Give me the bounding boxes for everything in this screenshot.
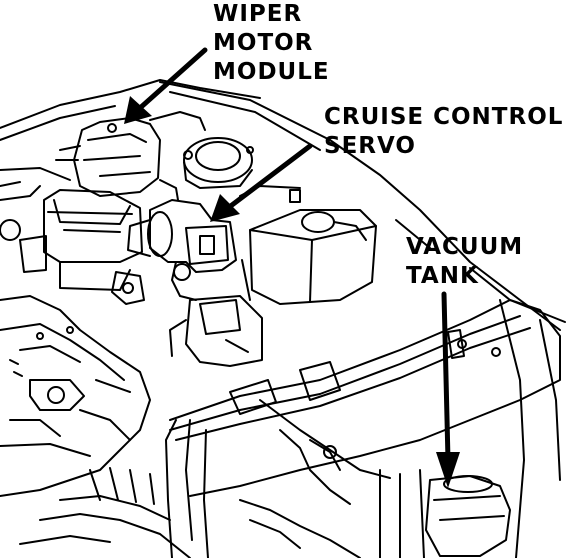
cruise-label-line-2: SERVO [324, 133, 416, 159]
cruise-arrow-shaft [225, 143, 313, 211]
vacuum-label-line-1: VACUUM [406, 234, 524, 260]
radiator-support-drawing [165, 299, 561, 558]
vacuum-lines-drawing [239, 399, 425, 558]
vacuum-label-line-2: TANK [406, 263, 479, 289]
vacuum-arrow-head [436, 452, 460, 488]
arrow-heads [124, 96, 460, 488]
cruise-control-servo-label: CRUISE CONTROL SERVO [324, 103, 563, 161]
washer-reservoir-drawing [239, 185, 377, 305]
wiper-arrow-shaft [137, 47, 208, 111]
engine-block-drawing [0, 295, 151, 497]
cruise-control-servo-drawing [127, 199, 237, 301]
vacuum-arrow-shaft [441, 291, 451, 463]
cruise-label-line-1: CRUISE CONTROL [324, 104, 564, 130]
cruise-arrow-head [210, 194, 240, 222]
bracket-center-drawing [169, 259, 263, 367]
vacuum-tank-label: VACUUM TANK [406, 233, 523, 291]
wiper-label-line-3: MODULE [213, 59, 330, 85]
wiper-arrow-head [124, 96, 152, 124]
strut-tower-drawing [183, 137, 254, 189]
wiper-label-line-2: MOTOR [213, 30, 314, 56]
leader-arrows [137, 47, 451, 463]
master-cylinder-drawing [0, 167, 145, 305]
wiper-motor-module-label: WIPER MOTOR MODULE [213, 0, 330, 87]
wiper-motor-module-drawing [55, 111, 206, 201]
radiator-fins-drawing [19, 467, 191, 558]
vacuum-tank-drawing [425, 299, 561, 558]
wiper-label-line-1: WIPER [213, 1, 303, 27]
